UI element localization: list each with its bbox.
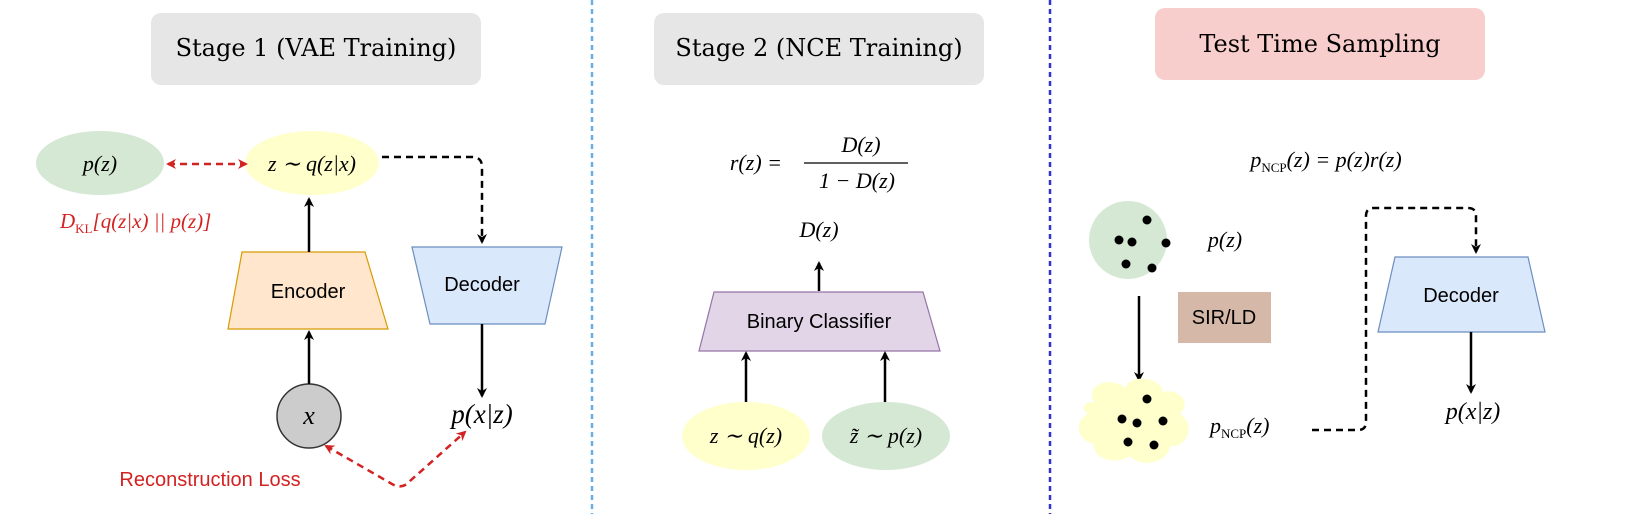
encoder-label: Encoder: [271, 281, 346, 303]
likelihood-label: p(x|z): [449, 399, 512, 429]
stage3-prior-label: p(z): [1206, 227, 1242, 252]
stage2-title: Stage 2 (NCE Training): [675, 34, 962, 62]
ratio-numerator: D(z): [840, 132, 880, 157]
sir-ld-label: SIR/LD: [1192, 307, 1256, 329]
prior-sample-dots: [1114, 215, 1171, 273]
ratio-denominator: 1 − D(z): [819, 168, 895, 193]
encoder-block: [227, 251, 389, 330]
sir-ld-box: [1178, 292, 1271, 343]
stage1-panel: Stage 1 (VAE Training) p(z) z ∼ q(z|x) D…: [36, 13, 563, 491]
posterior-node: [245, 131, 379, 195]
stage3-title-box: [1155, 8, 1485, 80]
stage3-panel: Test Time Sampling pNCP(z) = p(z)r(z) p(…: [1078, 8, 1546, 463]
decoder-block: [411, 246, 563, 325]
prior-node: [36, 131, 164, 195]
ncp-to-decoder-arrow: [1312, 206, 1481, 432]
discriminator-label: D(z): [798, 217, 838, 242]
stage3-title: Test Time Sampling: [1199, 30, 1440, 58]
decoder-label: Decoder: [444, 274, 520, 296]
sample-q-node: [682, 402, 810, 470]
reconstruction-loss-label: Reconstruction Loss: [119, 469, 300, 491]
prior-label: p(z): [81, 151, 117, 176]
ncp-label: pNCP(z): [1208, 413, 1270, 441]
kl-label: DKL[q(z|x) || p(z)]: [59, 209, 211, 236]
stage1-title: Stage 1 (VAE Training): [176, 34, 457, 62]
sample-q-label: z ∼ q(z): [709, 423, 782, 448]
posterior-label: z ∼ q(z|x): [267, 151, 356, 176]
binary-classifier-label: Binary Classifier: [747, 311, 892, 333]
reconstruction-arrow: [324, 430, 467, 488]
stage3-decoder-label: Decoder: [1423, 285, 1499, 307]
posterior-to-decoder-arrow: [382, 155, 487, 244]
sample-p-label: z̃ ∼ p(z): [849, 423, 922, 448]
sample-p-node: [822, 402, 950, 470]
stage2-panel: Stage 2 (NCE Training) r(z) = D(z) 1 − D…: [654, 13, 984, 470]
stage2-title-box: [654, 13, 984, 85]
binary-classifier-block: [698, 291, 941, 352]
ncp-equation: pNCP(z) = p(z)r(z): [1248, 147, 1401, 175]
ratio-lhs: r(z) =: [730, 150, 782, 175]
ncp-sample-dots: [1117, 394, 1168, 450]
stage3-likelihood-label: p(x|z): [1444, 399, 1501, 425]
stage3-decoder-block: [1377, 256, 1546, 333]
input-label: x: [302, 401, 315, 430]
stage1-title-box: [151, 13, 481, 85]
